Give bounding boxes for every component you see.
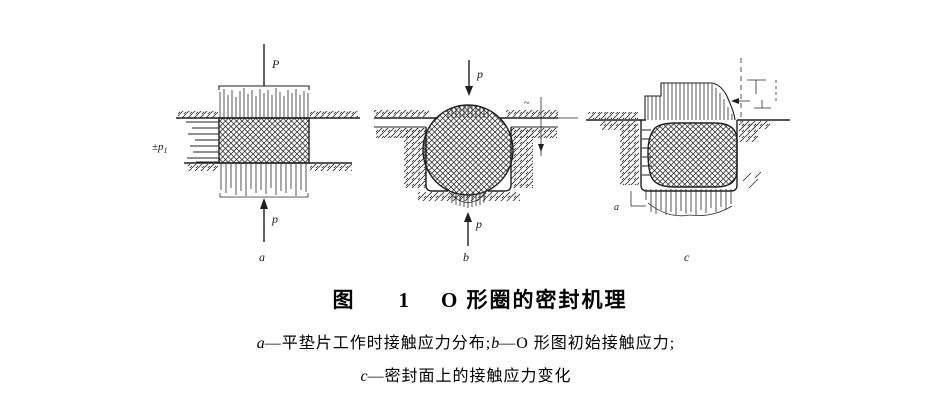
corner-mark	[630, 191, 646, 207]
subfigure-label-c: c	[684, 250, 690, 264]
force-label-bottom: p	[271, 212, 278, 226]
contact-stress-lines-top	[219, 88, 309, 118]
force-label-bottom: p	[475, 217, 482, 231]
diagram-c: a c	[586, 58, 790, 264]
compression-dim-mark: ~	[524, 98, 530, 109]
stress-envelope-bottom	[449, 192, 487, 203]
wall-mark-label: a	[614, 202, 619, 213]
arrow-up	[464, 212, 472, 222]
stress-envelope-top	[644, 82, 736, 121]
contact-stress-lines-bottom	[645, 189, 732, 215]
subfigure-label-a: a	[259, 250, 265, 264]
caption-note-line1: a—平垫片工作时接触应力分布;b—O 形图初始接触应力;	[0, 329, 932, 353]
wall-hatch-left	[620, 125, 639, 185]
caption-title: O 形圈的密封机理	[440, 288, 628, 312]
block-hatch-left	[376, 128, 426, 138]
flange-hatch-bottom-left	[188, 164, 218, 171]
stress-envelope-bottom	[647, 202, 733, 217]
arrow-down	[465, 86, 473, 96]
wall-hatch-left	[404, 128, 426, 188]
plate-hatch-left	[588, 112, 638, 119]
block-hatch-right	[511, 128, 557, 138]
shoulder-hatch-left	[600, 121, 638, 130]
dim-arrow-left	[731, 98, 739, 104]
note-text-b: —O 形图初始接触应力;	[499, 335, 676, 352]
caption-prefix: 图	[332, 288, 355, 312]
wall-hatch-right	[511, 128, 533, 188]
oring-seal-diagrams: P ±p1 p a	[152, 44, 790, 264]
dim-arrow	[538, 144, 544, 152]
note-label-a: a	[256, 335, 265, 352]
plate-hatch-left	[374, 110, 429, 117]
diagram-a: P ±p1 p a	[152, 44, 360, 264]
note-label-c: c	[360, 368, 368, 385]
wall-strokes-right	[742, 171, 762, 189]
contact-stress-lines-top	[447, 105, 489, 118]
floor-hatch	[418, 192, 520, 201]
force-label-top: P	[271, 57, 280, 71]
side-pressure-lines	[642, 129, 652, 176]
note-label-b: b	[491, 335, 500, 352]
note-text-c: —密封面上的接触应力变化	[367, 368, 572, 385]
arrow-up	[260, 198, 268, 209]
wall-hatch-right	[739, 124, 758, 142]
subfigure-label-b: b	[463, 250, 469, 264]
plate-hatch-right	[506, 110, 558, 117]
figure-caption: 图 1 O 形圈的密封机理	[0, 284, 932, 314]
groove-outline	[640, 120, 738, 192]
force-label-top: p	[476, 67, 483, 81]
side-pressure-label: ±p1	[152, 141, 168, 155]
stress-bracket-top	[218, 85, 310, 90]
stress-bracket-bottom	[219, 193, 309, 198]
flange-hatch-bottom-right	[310, 164, 352, 171]
gasket-body	[218, 117, 310, 164]
dim-base-tick	[754, 100, 771, 109]
contact-stress-lines-bottom	[451, 192, 485, 208]
groove-outline	[425, 127, 512, 192]
side-pressure-lines	[186, 121, 219, 163]
caption-number: 1	[398, 288, 409, 312]
diagram-b: p ~	[374, 60, 578, 264]
flange-hatch-top-right	[310, 111, 358, 118]
note-text-a: —平垫片工作时接触应力分布;	[264, 335, 492, 352]
contact-stress-lines-top	[647, 83, 733, 120]
contact-stress-lines-bottom	[220, 164, 307, 196]
o-ring-deformed	[647, 122, 738, 188]
dim-tee-mark	[747, 79, 766, 94]
caption-note-line2: c—密封面上的接触应力变化	[0, 362, 932, 386]
flange-hatch-top-left	[178, 111, 218, 118]
